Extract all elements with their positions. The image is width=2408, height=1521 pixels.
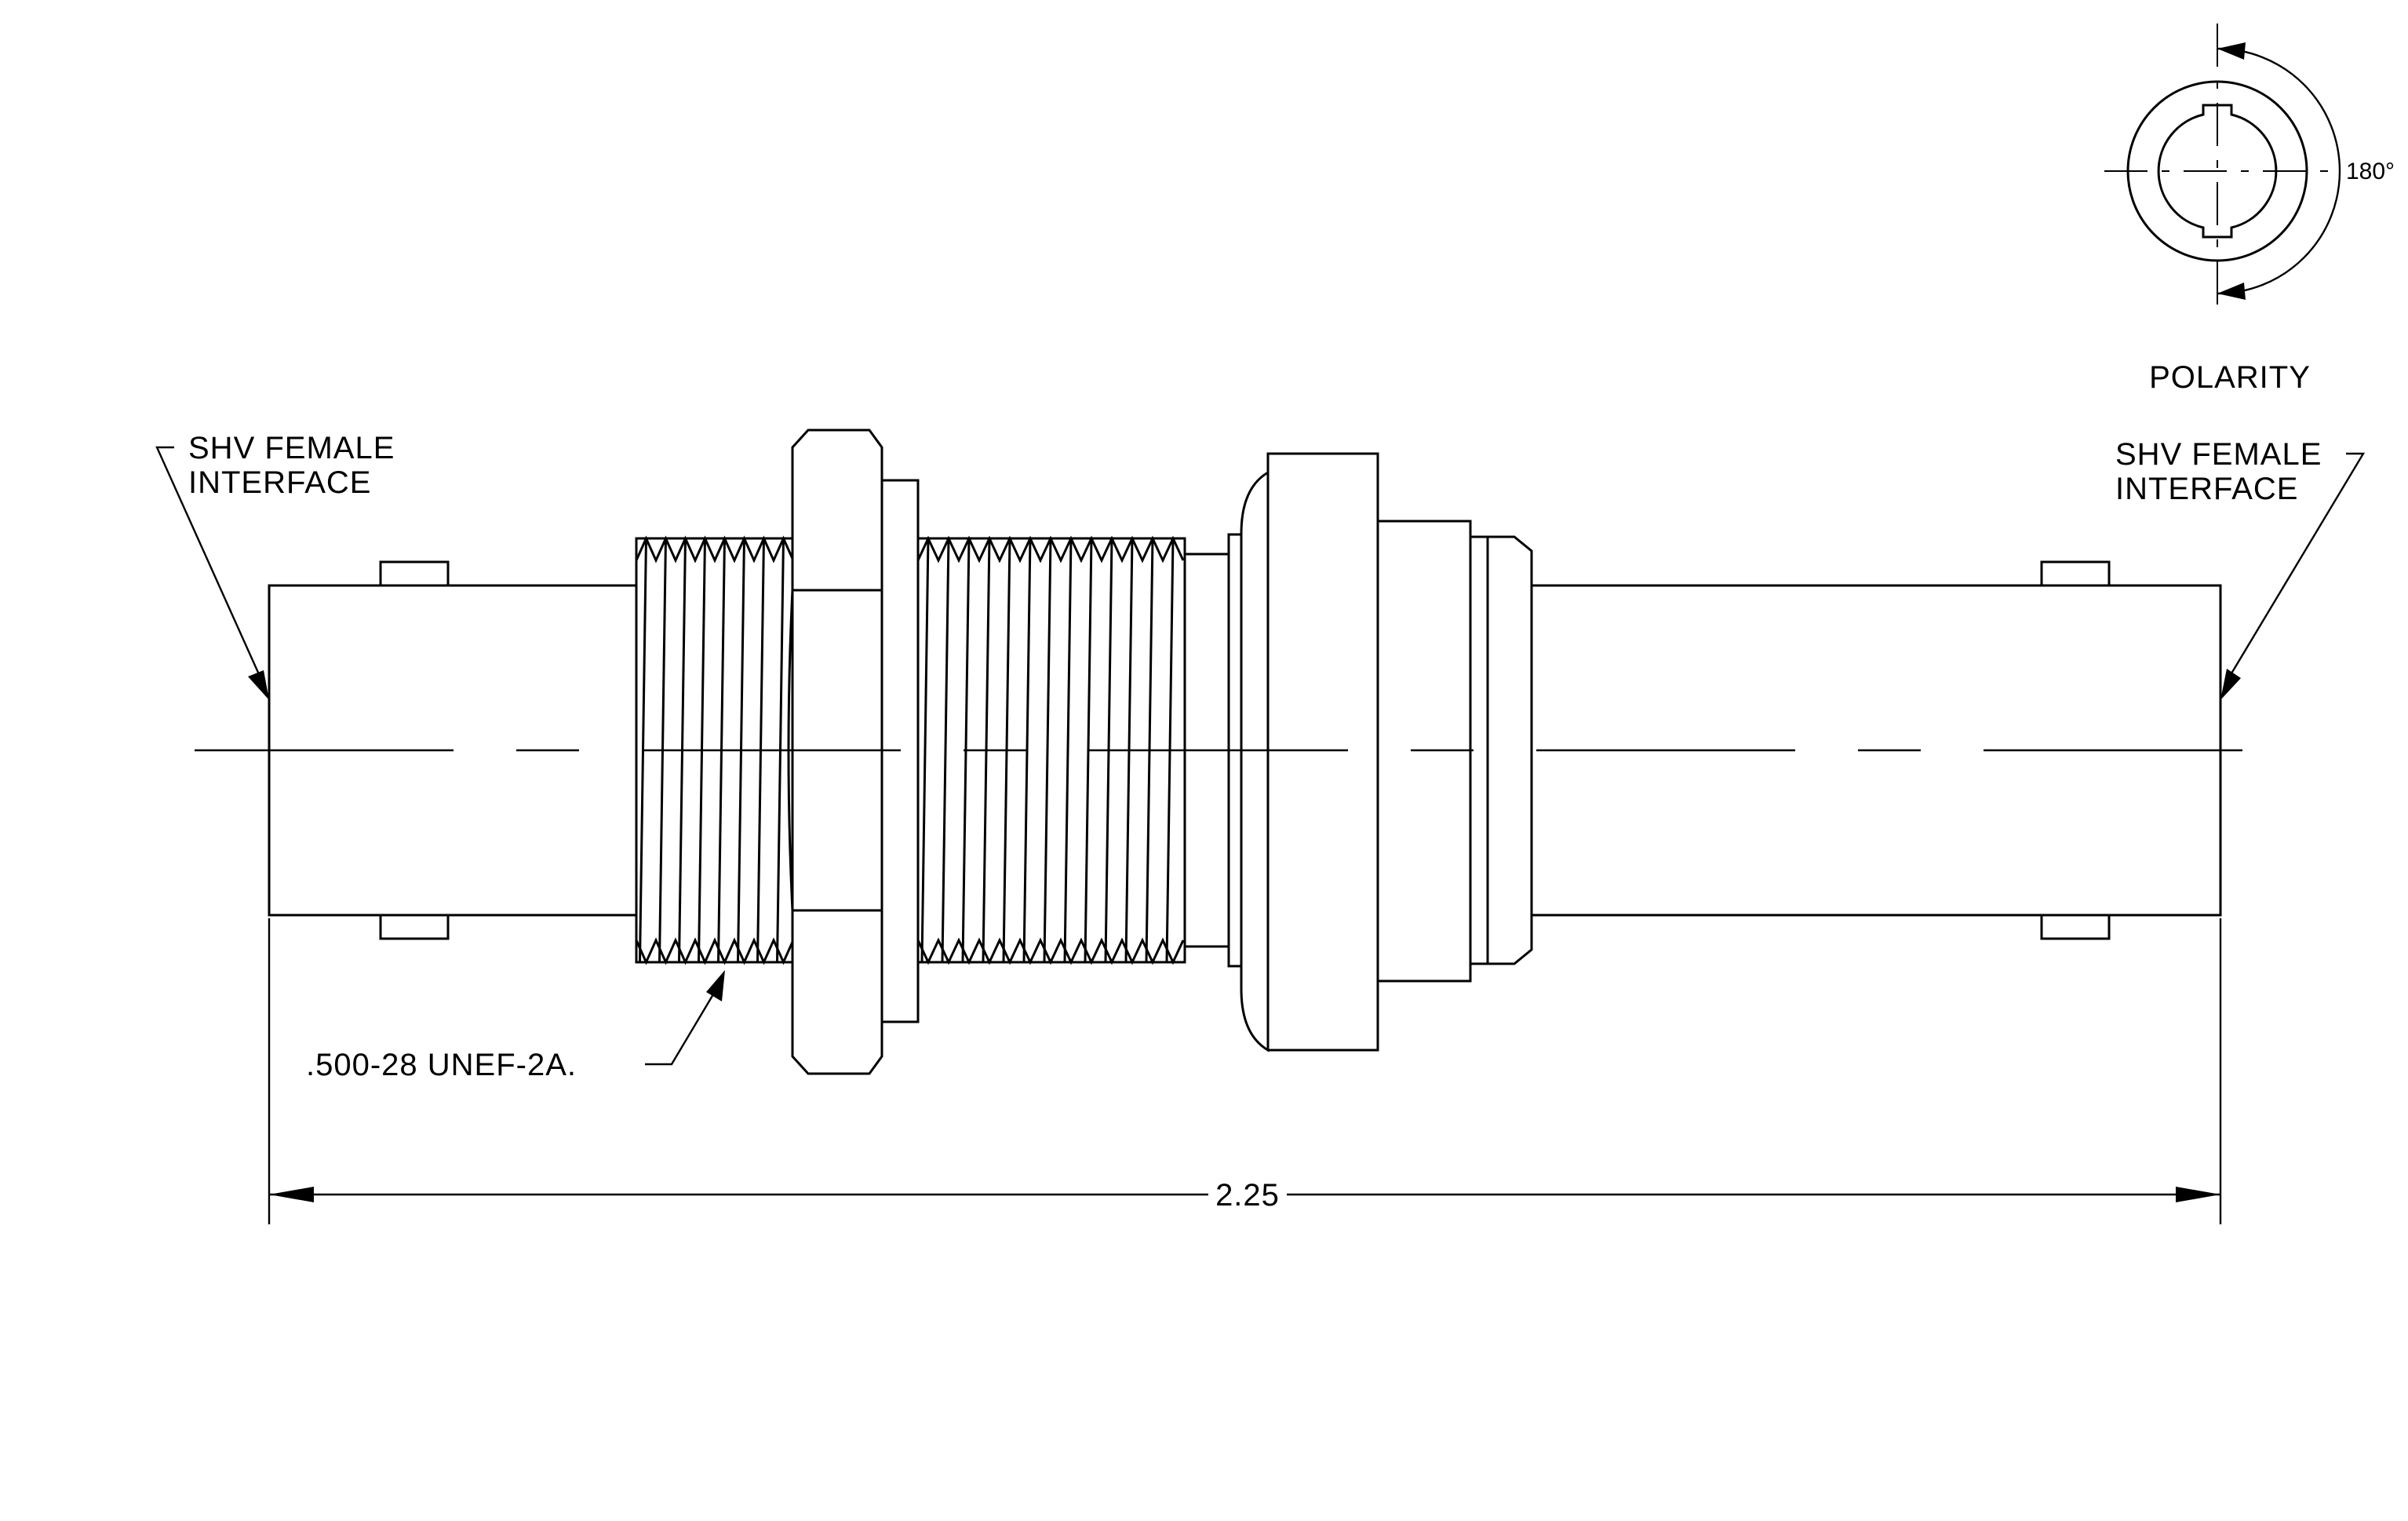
- thread-line: [1084, 538, 1093, 963]
- polarity-view: [2104, 24, 2341, 314]
- flange-body: [1240, 452, 1533, 1052]
- thread-line: [1022, 538, 1032, 963]
- left-interface-leader: [155, 446, 269, 700]
- thread-line: [941, 538, 950, 963]
- thread-line: [1063, 538, 1073, 963]
- thread-crest: [635, 535, 795, 564]
- thread-crest: [635, 937, 795, 965]
- hex-nut: [787, 429, 920, 1075]
- thread-spec-label: .500-28 UNEF-2A.: [306, 1048, 577, 1082]
- thread-section-right: [916, 533, 1248, 968]
- left-interface-label-line1: SHV FEMALE: [188, 431, 395, 465]
- right-interface-leader: [2220, 452, 2366, 700]
- thread-callout-leader: [645, 970, 725, 1066]
- polarity-angle-label: 180°: [2346, 159, 2395, 184]
- left-interface-label-line2: INTERFACE: [188, 465, 371, 500]
- thread-line: [920, 538, 930, 963]
- right-interface-label-line1: SHV FEMALE: [2115, 437, 2322, 472]
- overall-length-dimension: [268, 918, 2222, 1224]
- polarity-title: POLARITY: [2149, 360, 2311, 395]
- right-interface-label-line2: INTERFACE: [2115, 472, 2298, 506]
- thread-line: [1043, 538, 1052, 963]
- overall-length-label: 2.25: [1215, 1178, 1280, 1213]
